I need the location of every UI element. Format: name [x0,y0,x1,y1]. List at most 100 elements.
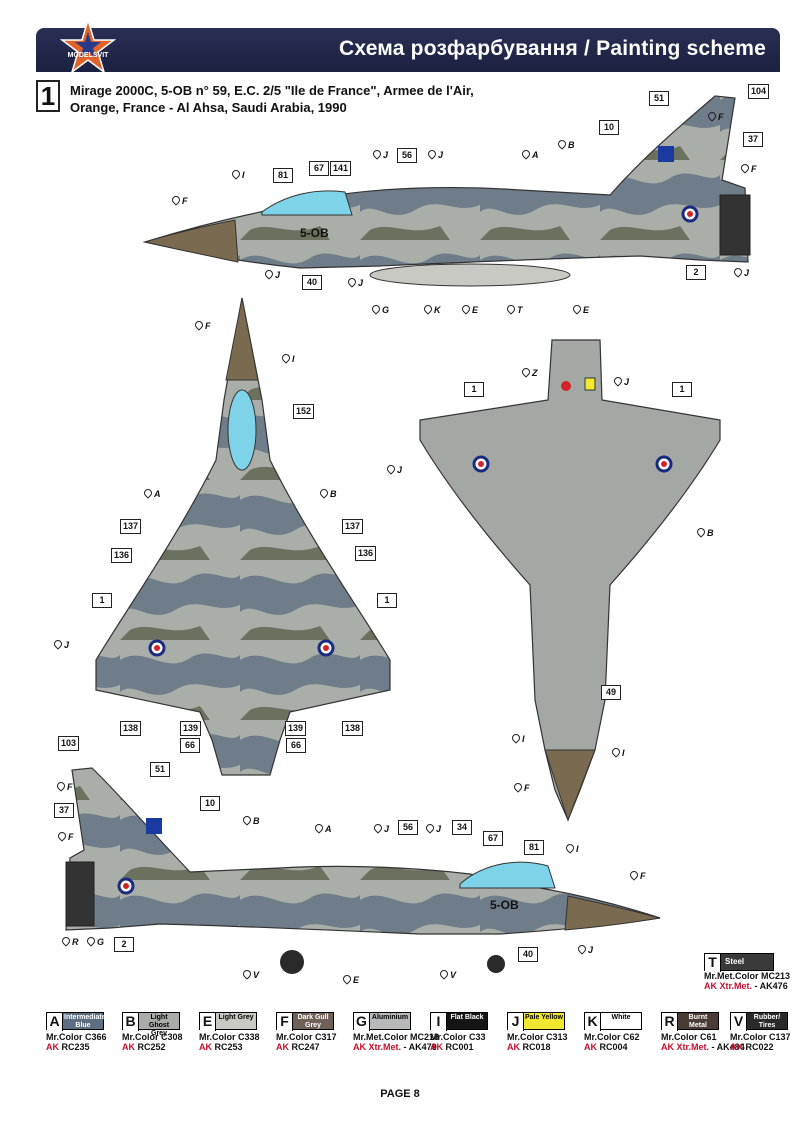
callout: 136 [111,548,133,563]
swatch-name: Pale Yellow [525,1014,564,1021]
side-profile-top [142,95,751,287]
callout: 104 [748,84,770,99]
paint-label: E [571,303,589,315]
paint-label: I [280,352,295,364]
paint-label: F [739,162,757,174]
swatch-code-mr: Mr.Color C338 [199,1032,260,1042]
swatch-name: Flat Black [450,1014,484,1021]
swatch-chip: R Burnt Metal [661,1012,719,1031]
swatch-code-ak: AK Xtr.Met. - AK479 [353,1042,437,1052]
scheme-description: Mirage 2000C, 5-OB n° 59, E.C. 2/5 "Ile … [70,82,474,116]
swatch-code-mr: Mr.Color C366 [46,1032,107,1042]
callout: 1 [377,593,397,608]
callout: 138 [342,721,364,736]
swatch-letter: G [354,1013,370,1031]
callout: 37 [743,132,763,147]
callout: 81 [524,840,544,855]
paint-label: J [346,276,363,288]
paint-label: K [422,303,441,315]
paint-label: V [438,968,456,980]
callout: 67 [309,161,329,176]
modelsvit-logo [59,18,117,74]
swatch-code-mr: Mr.Color C61 [661,1032,717,1042]
swatch-code-mr: Mr.Color C62 [584,1032,640,1042]
callout: 49 [601,685,621,700]
swatch-letter: I [431,1013,447,1031]
swatch-name: Intermediate Blue [64,1014,106,1029]
callout: 81 [273,168,293,183]
callout: 56 [398,820,418,835]
swatch-chip: T Steel [704,953,774,972]
swatch-letter: R [662,1013,678,1031]
callout: 1 [92,593,112,608]
color-swatch-steel: T Steel Mr.Met.Color MC213 AK Xtr.Met. -… [704,953,790,991]
paint-label: A [520,148,539,160]
paint-label: I [564,842,579,854]
callout: 67 [483,831,503,846]
paint-label: I [230,168,245,180]
callout: 2 [686,265,706,280]
paint-label: J [576,943,593,955]
aircraft-code-top: 5-OB [300,226,329,240]
callout: 66 [286,738,306,753]
callout: 10 [599,120,619,135]
swatch-name: Burnt Metal [688,1014,708,1029]
scheme-line-2: Orange, France - Al Ahsa, Saudi Arabia, … [70,100,347,115]
callout: 1 [464,382,484,397]
page-number: PAGE 8 [380,1088,420,1100]
paint-label: B [695,526,714,538]
callout: 103 [58,736,80,751]
paint-label: I [610,746,625,758]
swatch-name: White [611,1014,631,1021]
swatch-code-ak: AK RC022 [730,1042,774,1052]
header-title: Схема розфарбування / Painting scheme [338,37,766,60]
swatch-letter: F [277,1013,293,1031]
scheme-line-1: Mirage 2000C, 5-OB n° 59, E.C. 2/5 "Ile … [70,83,474,98]
swatch-code-mr: Mr.Color C137 [730,1032,791,1042]
swatch-code-ak: AK RC001 [430,1042,474,1052]
swatch-letter: J [508,1013,524,1031]
paint-label: G [85,935,104,947]
paint-label: G [370,303,389,315]
paint-label: J [612,375,629,387]
swatch-name: Rubber/ Tires [753,1014,781,1029]
callout: 1 [672,382,692,397]
callout: 66 [180,738,200,753]
callout: 51 [150,762,170,777]
callout: 2 [114,937,134,952]
paint-label: J [424,822,441,834]
swatch-code-ak: AK RC004 [584,1042,628,1052]
paint-label: A [142,487,161,499]
callout: 152 [293,404,315,419]
callout: 136 [355,546,377,561]
swatch-code-mr: Mr.Met.Color MC218 [353,1032,440,1042]
callout: 141 [330,161,352,176]
logo-text: MODELSVIT [67,52,109,59]
callout: 40 [302,275,322,290]
swatch-code-ak: AK RC253 [199,1042,243,1052]
swatch-code-mr: Mr.Color C33 [430,1032,486,1042]
callout: 40 [518,947,538,962]
callout: 56 [397,148,417,163]
callout: 51 [649,91,669,106]
paint-label: B [556,138,575,150]
swatch-code-ak: AK Xtr.Met. - AK484 [661,1042,745,1052]
swatch-letter: E [200,1013,216,1031]
paint-label: F [55,780,73,792]
paint-label: F [170,194,188,206]
swatch-name: Light Ghost Grey [148,1014,170,1037]
callout: 137 [120,519,142,534]
paint-label: J [385,463,402,475]
